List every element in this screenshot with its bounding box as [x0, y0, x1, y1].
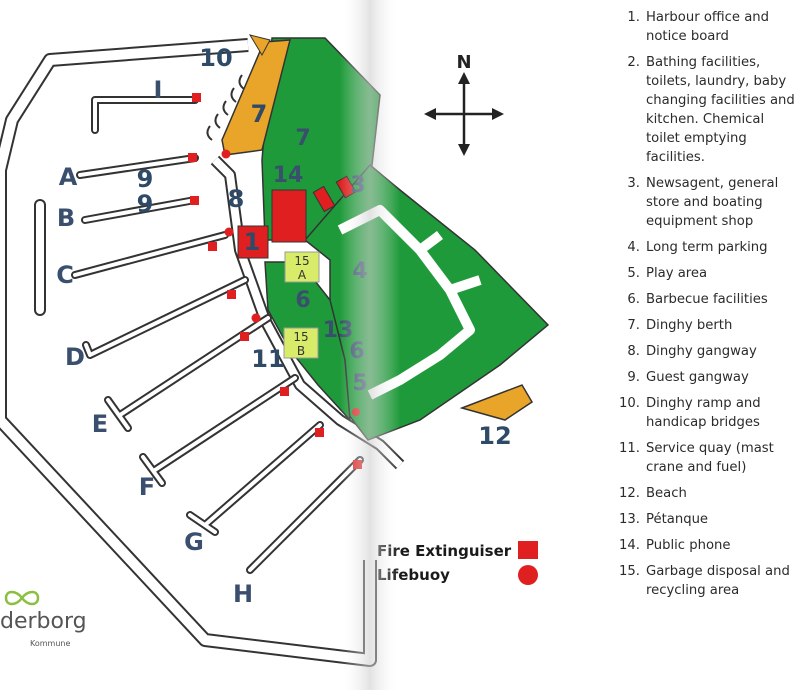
extinguisher-legend-icon	[518, 541, 538, 559]
pier-label-b: B	[57, 204, 75, 232]
key-item-number: 11.	[619, 441, 640, 456]
key-item: 5. Play area	[610, 264, 795, 283]
pier-label-h: H	[233, 580, 253, 608]
brand-logo: derborg Kommune	[0, 590, 87, 648]
brand-name: derborg	[0, 609, 87, 634]
key-item-number: 1.	[627, 10, 640, 25]
key-item-number: 8.	[627, 344, 640, 359]
public-phone-building	[271, 189, 307, 243]
svg-text:15: 15	[293, 330, 308, 344]
key-item: 11. Service quay (mast crane and fuel)	[610, 439, 795, 477]
key-item: 3. Newsagent, general store and boating e…	[610, 174, 795, 231]
key-item-number: 12.	[619, 486, 640, 501]
key-item-number: 2.	[627, 55, 640, 70]
area-label-7b: 7	[295, 126, 310, 151]
map-key-list: 1. Harbour office and notice board 2. Bathi…	[610, 8, 795, 607]
area-label-1: 1	[244, 228, 261, 256]
key-item: 9. Guest gangway	[610, 368, 795, 387]
area-label-9b: 9	[137, 190, 154, 218]
pier-label-d: D	[65, 343, 85, 371]
map-legend: Fire Extinguiser Lifebuoy	[377, 541, 538, 585]
lifebuoy-legend-icon	[518, 565, 538, 585]
key-item-text: Bathing facilities, toilets, laundry, ba…	[646, 55, 795, 165]
key-item-text: Beach	[646, 486, 687, 501]
key-item: 8. Dinghy gangway	[610, 342, 795, 361]
key-item-text: Harbour office and notice board	[646, 10, 770, 44]
key-item-text: Play area	[646, 266, 708, 281]
key-item-number: 9.	[627, 370, 640, 385]
compass-rose-icon	[424, 72, 504, 156]
key-item: 13. Pétanque	[610, 510, 795, 529]
key-item-number: 13.	[619, 512, 640, 527]
area-label-9a: 9	[137, 165, 154, 193]
pier-a	[76, 154, 199, 179]
beach-area	[459, 384, 534, 421]
legend-extinguisher-label: Fire Extinguiser	[377, 542, 512, 560]
pier-label-f: F	[139, 473, 155, 501]
garbage-area-15b: 15 B	[283, 327, 319, 359]
infinity-logo-icon	[4, 590, 40, 606]
key-item-text: Dinghy berth	[646, 318, 733, 333]
pier-b	[81, 196, 199, 224]
piers	[71, 96, 364, 574]
key-item: 2. Bathing facilities, toilets, laundry, …	[610, 53, 795, 167]
harbour-office-building	[237, 225, 269, 259]
key-item: 14. Public phone	[610, 536, 795, 555]
key-item: 10. Dinghy ramp and handicap bridges	[610, 394, 795, 432]
key-item-text: Public phone	[646, 538, 731, 553]
pier-label-i: I	[154, 76, 163, 104]
key-item: 12. Beach	[610, 484, 795, 503]
svg-text:A: A	[298, 268, 307, 282]
pier-f	[139, 374, 299, 487]
dinghy-berth-area	[221, 39, 291, 156]
key-item-number: 4.	[627, 240, 640, 255]
garbage-area-15a: 15 A	[284, 251, 320, 283]
key-item: 15. Garbage disposal and recycling area	[610, 562, 795, 600]
shop-building-1	[312, 185, 336, 213]
key-item: 6. Barbecue facilities	[610, 290, 795, 309]
dinghy-fingers	[206, 74, 245, 141]
svg-text:B: B	[297, 344, 305, 358]
key-item-text: Newsagent, general store and boating equ…	[646, 176, 779, 229]
pier-c	[71, 231, 229, 279]
pier-label-g: G	[184, 528, 204, 556]
brand-sub: Kommune	[30, 639, 70, 648]
pier-i	[91, 96, 199, 134]
key-item-number: 15.	[619, 564, 640, 579]
area-label-12: 12	[478, 422, 511, 450]
key-item-text: Dinghy gangway	[646, 344, 757, 359]
area-label-8: 8	[228, 185, 245, 213]
key-item: 1. Harbour office and notice board	[610, 8, 795, 46]
key-item: 4. Long term parking	[610, 238, 795, 257]
key-item-text: Long term parking	[646, 240, 768, 255]
key-item-number: 5.	[627, 266, 640, 281]
pier-label-c: C	[56, 261, 74, 289]
key-item-text: Barbecue facilities	[646, 292, 768, 307]
key-item-number: 6.	[627, 292, 640, 307]
area-label-10: 10	[199, 44, 232, 72]
key-item-text: Pétanque	[646, 512, 709, 527]
key-item-number: 10.	[619, 396, 640, 411]
key-item-number: 3.	[627, 176, 640, 191]
key-item-text: Dinghy ramp and handicap bridges	[646, 396, 761, 430]
key-item-text: Service quay (mast crane and fuel)	[646, 441, 774, 475]
pier-d	[82, 276, 249, 359]
key-item-number: 7.	[627, 318, 640, 333]
svg-text:15: 15	[294, 254, 309, 268]
area-label-7a: 7	[251, 100, 268, 128]
key-item-text: Guest gangway	[646, 370, 749, 385]
key-item-text: Garbage disposal and recycling area	[646, 564, 790, 598]
pier-g	[186, 421, 324, 536]
compass-north-label: N	[456, 52, 471, 73]
key-item-number: 14.	[619, 538, 640, 553]
area-label-11: 11	[251, 345, 284, 373]
pier-label-a: A	[59, 163, 78, 191]
pier-label-e: E	[92, 410, 108, 438]
key-item: 7. Dinghy berth	[610, 316, 795, 335]
area-label-6a: 6	[295, 288, 310, 313]
dinghy-ramp-area	[248, 34, 271, 57]
paper-fold	[340, 0, 400, 690]
area-label-14: 14	[273, 163, 304, 188]
